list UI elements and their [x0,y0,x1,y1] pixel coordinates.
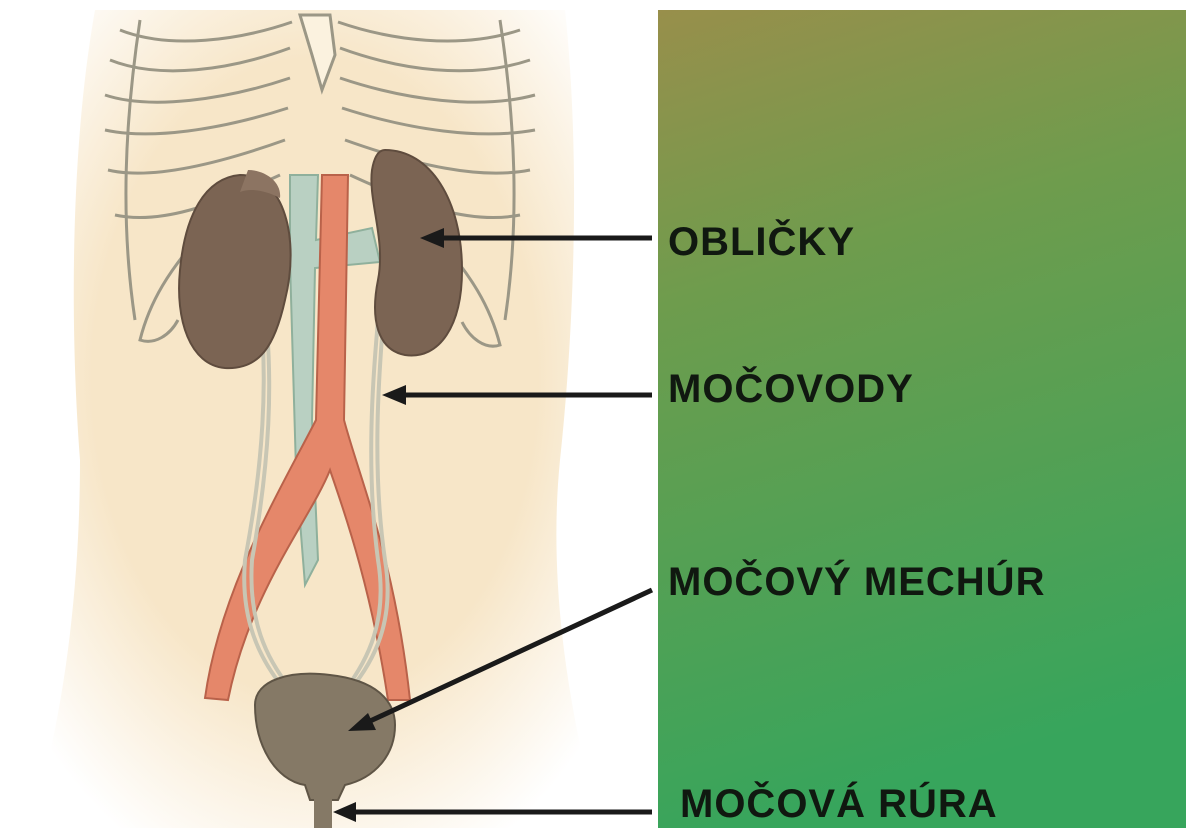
label-bladder: MOČOVÝ MECHÚR [668,560,1045,605]
label-ureters: MOČOVODY [668,367,914,412]
label-kidneys: OBLIČKY [668,220,855,265]
label-panel [658,10,1186,828]
label-urethra: MOČOVÁ RÚRA [680,782,998,827]
